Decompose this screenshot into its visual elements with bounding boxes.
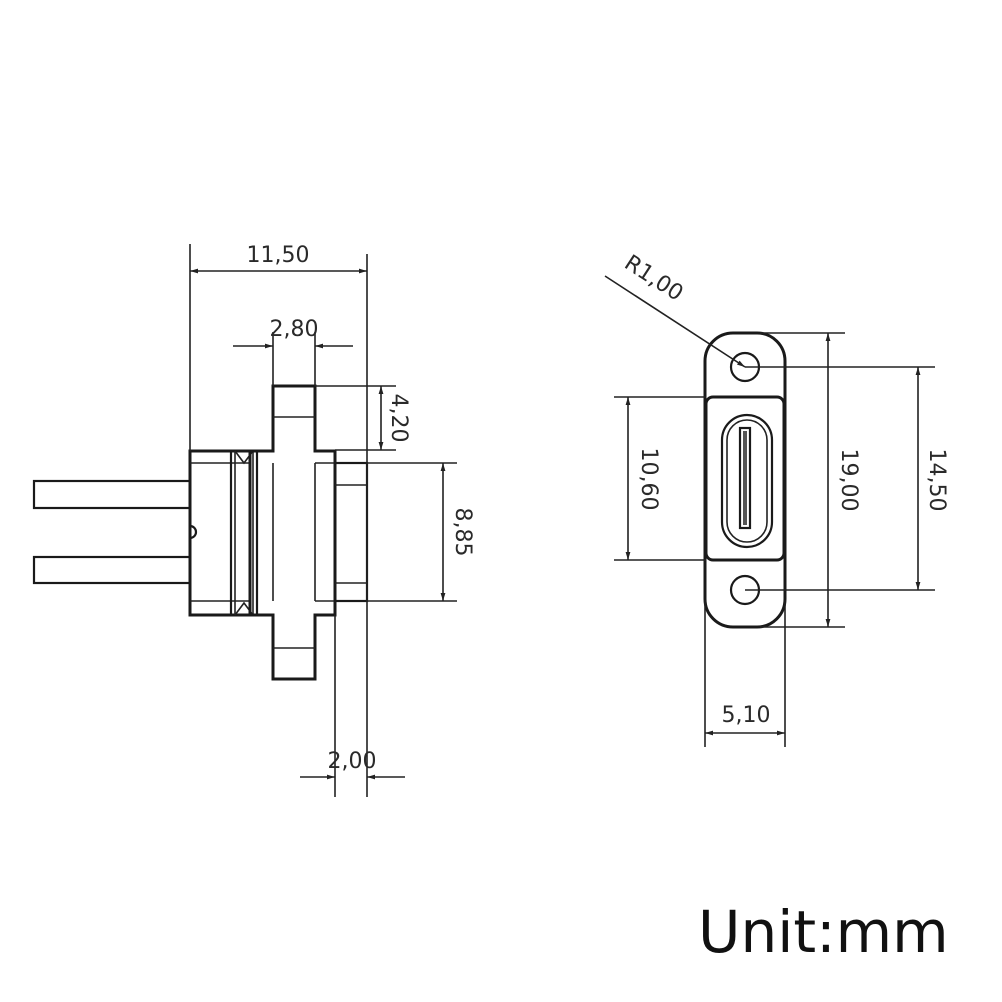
pin-bottom <box>32 555 192 585</box>
dim-overall-length: 11,50 <box>247 243 310 268</box>
port-housing <box>704 395 786 562</box>
front-view: R1,00 10,60 19,00 14,50 5,10 <box>604 251 949 747</box>
dim-tab-height: 4,20 <box>386 394 411 443</box>
dim-hole-spacing: 14,50 <box>924 449 949 512</box>
port-tongue <box>738 426 752 530</box>
dim-port-height: 10,60 <box>636 448 661 511</box>
dim-tab-width: 2,80 <box>270 317 319 342</box>
dim-overall-height: 19,00 <box>836 449 861 512</box>
mounting-bracket <box>248 384 337 681</box>
unit-label: Unit:mm <box>698 898 949 966</box>
dim-flange-thickness: 2,00 <box>328 749 377 774</box>
dim-width: 5,10 <box>722 703 771 728</box>
seal-groove <box>229 450 259 616</box>
dim-radius: R1,00 <box>620 251 688 307</box>
usb-c-port <box>720 413 774 549</box>
dim-body-height: 8,85 <box>450 508 475 557</box>
pin-top <box>32 479 192 510</box>
rear-flange <box>188 449 252 617</box>
side-view: 11,50 2,80 4,20 8,85 2,00 <box>32 243 475 797</box>
front-nose <box>333 461 369 603</box>
locating-bump <box>189 524 198 540</box>
